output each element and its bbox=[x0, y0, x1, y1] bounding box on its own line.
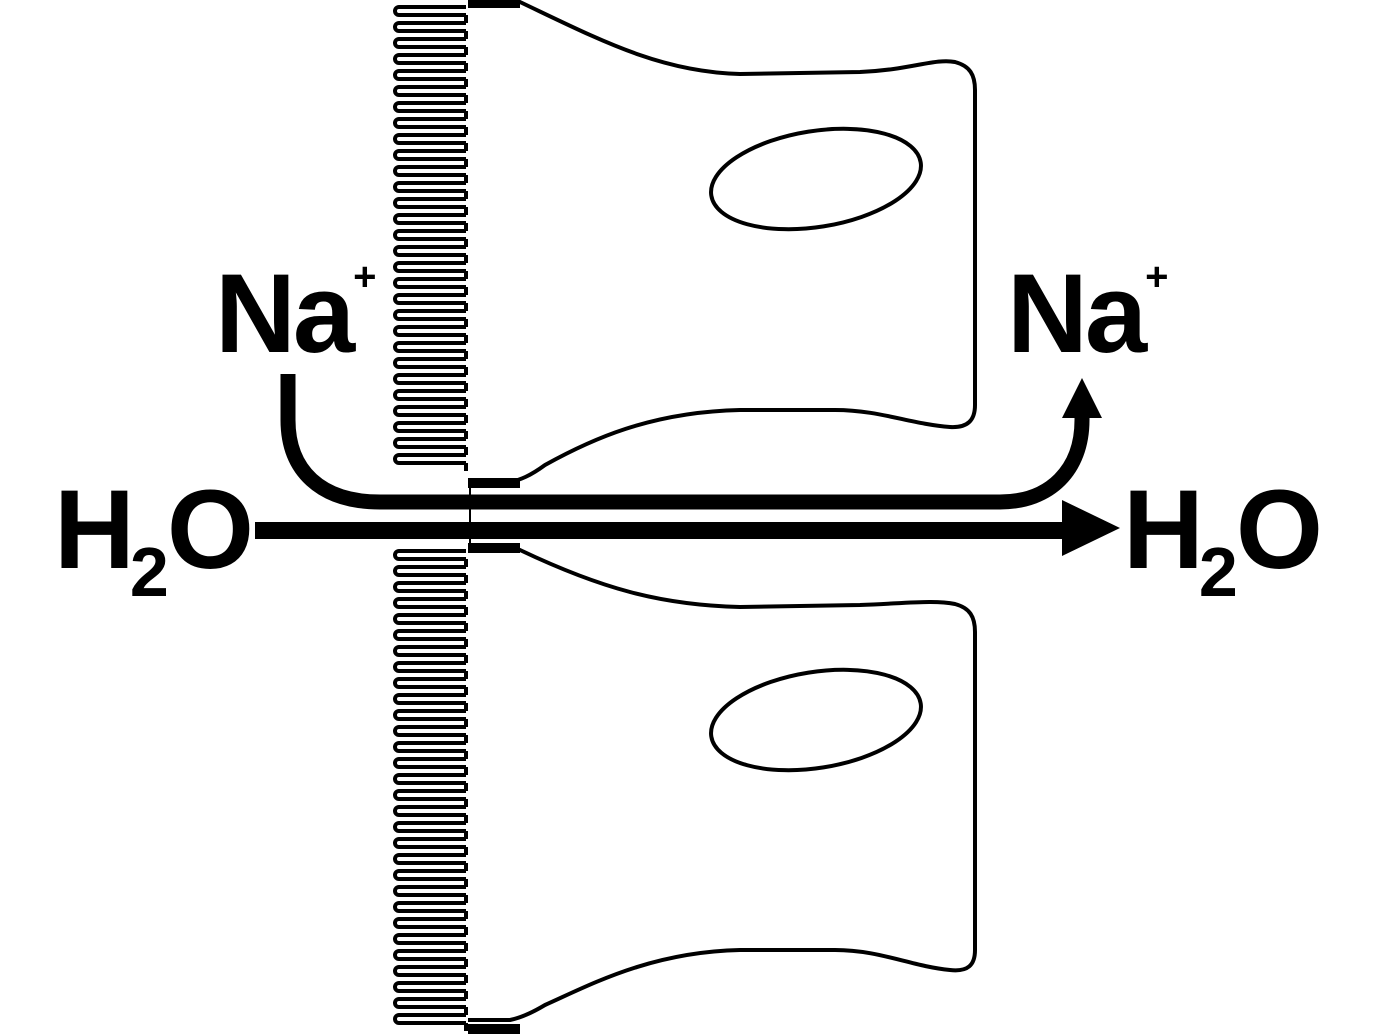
sodium-charge: + bbox=[353, 255, 377, 299]
tight-junction-bottom bbox=[468, 1024, 520, 1034]
upper-cell-nucleus bbox=[709, 126, 923, 232]
hydrogen-symbol: H bbox=[1123, 467, 1204, 592]
tight-junction-mid-upper bbox=[468, 478, 520, 488]
sodium-arrowhead bbox=[1062, 378, 1102, 418]
oxygen-symbol: O bbox=[1235, 467, 1323, 592]
microvilli bbox=[393, 549, 468, 1031]
water-arrowhead bbox=[1062, 500, 1120, 556]
brush-border-upper bbox=[393, 5, 468, 471]
lower-cell-nucleus bbox=[709, 667, 923, 773]
lower-epithelial-cell bbox=[468, 548, 977, 1022]
hydrogen-symbol: H bbox=[54, 467, 135, 592]
upper-epithelial-cell bbox=[468, 0, 977, 484]
sodium-label-interstitial: Na+ bbox=[1007, 255, 1169, 370]
tight-junction-mid-lower bbox=[468, 543, 520, 553]
sodium-symbol: Na bbox=[215, 251, 355, 376]
brush-border-lower bbox=[393, 549, 468, 1031]
water-transport-arrow bbox=[255, 522, 1070, 539]
oxygen-symbol: O bbox=[166, 467, 254, 592]
hydrogen-count: 2 bbox=[129, 533, 169, 611]
water-label-lumen: H2O bbox=[54, 474, 254, 608]
microvilli bbox=[393, 5, 468, 471]
water-label-interstitial: H2O bbox=[1123, 474, 1323, 608]
sodium-transport-arrow bbox=[280, 374, 1090, 510]
sodium-label-lumen: Na+ bbox=[215, 255, 377, 370]
tight-junction-top bbox=[468, 0, 520, 8]
sodium-charge: + bbox=[1145, 255, 1169, 299]
hydrogen-count: 2 bbox=[1198, 533, 1238, 611]
sodium-symbol: Na bbox=[1007, 251, 1147, 376]
